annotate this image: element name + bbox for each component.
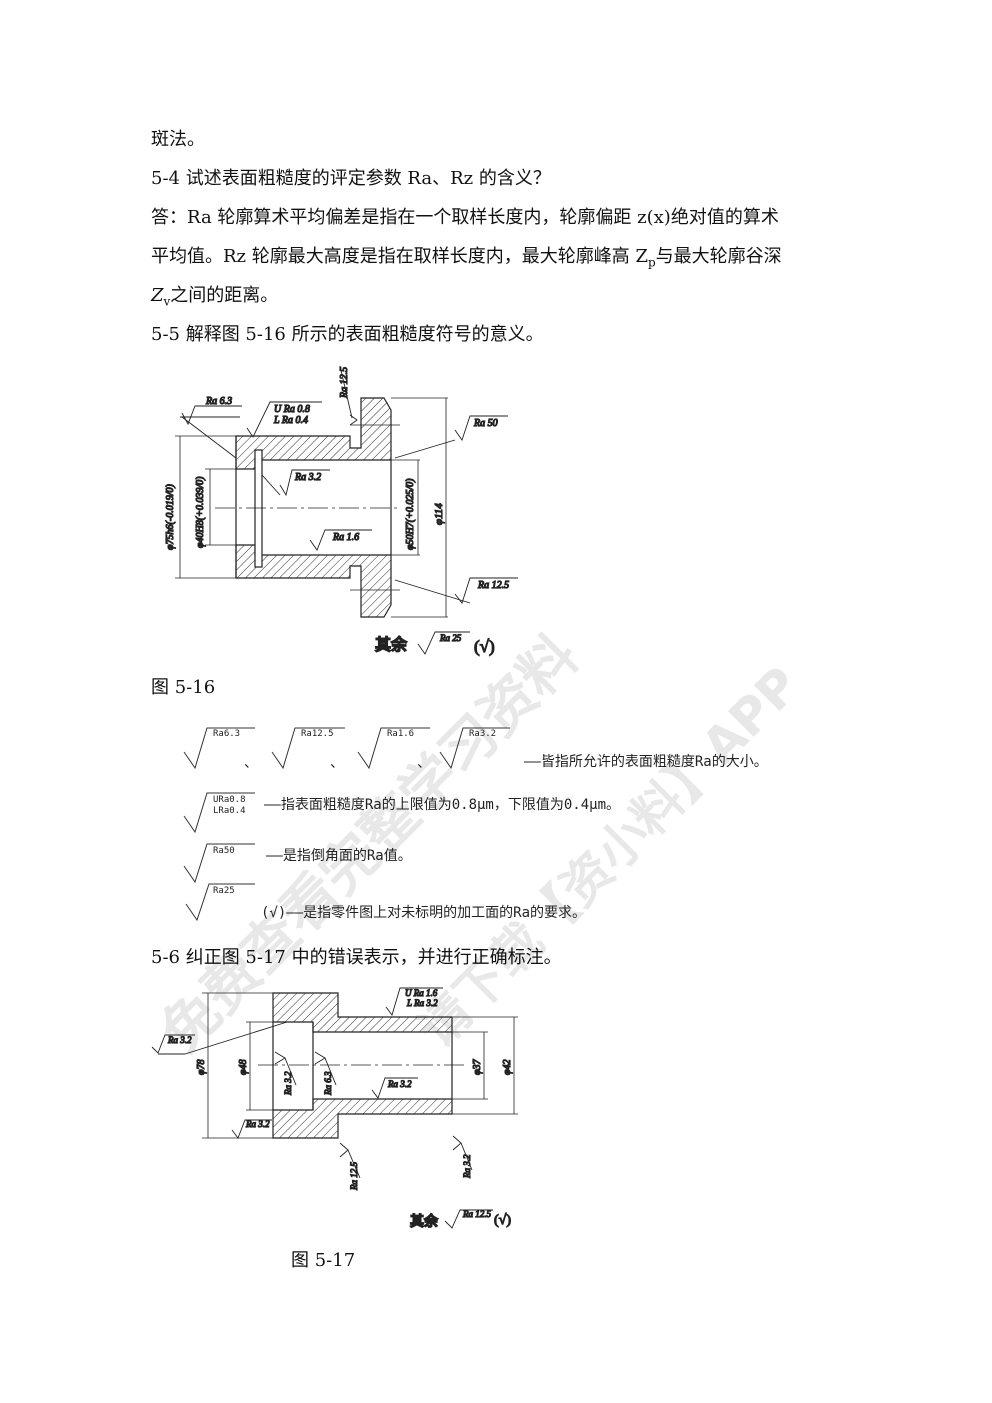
part-section (258, 992, 465, 1139)
dim-phi-114: φ114 (433, 503, 445, 525)
symbol-label: Ra1.6 (387, 729, 415, 739)
dim-phi-75: φ75h6(-0.019/0) (165, 484, 176, 550)
separator: 、 (417, 755, 431, 771)
dim-phi-48: φ48 (238, 1059, 249, 1075)
label-u-ra-1-6: U Ra 1.6 (405, 988, 438, 998)
paragraph-line: 斑法。 (151, 129, 205, 150)
rest-check: (√) (474, 637, 495, 656)
label-ra-12-5: Ra 12.5 (477, 580, 509, 591)
roughness-symbols (180, 365, 518, 604)
question-5-5: 5-5 解释图 5-16 所示的表面粗糙度符号的意义。 (151, 324, 544, 345)
dimension-lines (175, 397, 448, 618)
rest-label: 其余 (375, 635, 408, 654)
part-section (215, 397, 400, 618)
roughness-symbols (151, 987, 473, 1179)
explanation-text: ——指表面粗糙度Ra的上限值为0.8μm，下限值为0.4μm。 (264, 797, 621, 813)
subscript: v (163, 294, 171, 309)
figure-caption-5-16: 图 5-16 (151, 677, 216, 698)
label-ra-3-2: Ra 3.2 (387, 1079, 412, 1089)
dim-phi-37: φ37 (472, 1058, 483, 1075)
label-ra-12-5: Ra 12.5 (349, 1162, 359, 1191)
label-ra-3-2: Ra 3.2 (462, 1154, 472, 1179)
label-ra-3-2: Ra 3.2 (294, 472, 321, 483)
symbol-label: URa0.8 (213, 795, 246, 805)
dim-phi-42: φ42 (502, 1059, 513, 1075)
answer-line-3: Zv之间的距离。 (151, 285, 278, 313)
subscript: p (647, 255, 656, 270)
label-ra-12-5-top: Ra 12.5 (339, 367, 350, 399)
rest-check: (√) (494, 1213, 511, 1228)
symbol-label: Ra12.5 (301, 729, 334, 739)
answer-text: 平均值。Rz 轮廓最大高度是指在取样长度内，最大轮廓峰高 Z (151, 246, 648, 267)
label-ra-6-3: Ra 6.3 (205, 396, 232, 407)
label-l-ra-3-2: L Ra 3.2 (406, 998, 438, 1008)
dim-phi-50: φ50H7(+0.025/0) (405, 478, 416, 550)
answer-line-2: 平均值。Rz 轮廓最大高度是指在取样长度内，最大轮廓峰高 Zp与最大轮廓谷深 (151, 246, 782, 274)
explanation-text: (√)——是指零件图上对未标明的加工面的Ra的要求。 (261, 905, 586, 921)
rest-label: 其余 (410, 1213, 439, 1230)
symbol-label: Ra25 (213, 886, 235, 896)
symbol-label: Ra6.3 (213, 729, 241, 739)
dim-phi-40: φ40H8(+0.039/0) (195, 476, 206, 548)
rest-ra-12-5: Ra 12.5 (462, 1209, 491, 1219)
label-ra-6-3: Ra 6.3 (323, 1071, 333, 1096)
answer-line-1: 答：Ra 轮廓算术平均偏差是指在一个取样长度内，轮廓偏距 z(x)绝对值的算术 (151, 207, 779, 228)
answer-text: 与最大轮廓谷深 (655, 246, 782, 267)
label-ra-3-2: Ra 3.2 (167, 1035, 192, 1045)
dimension-lines (202, 992, 518, 1139)
label-l-ra-0-4: L Ra 0.4 (273, 415, 308, 426)
rest-ra-25: Ra 25 (439, 633, 462, 643)
separator: 、 (330, 755, 344, 771)
answer-text: Z (151, 285, 164, 306)
separator: 、 (244, 755, 258, 771)
symbol-label: Ra3.2 (469, 729, 497, 739)
label-ra-50: Ra 50 (473, 418, 498, 429)
figure-caption-5-17: 图 5-17 (291, 1250, 356, 1271)
label-ra-3-2: Ra 3.2 (245, 1119, 270, 1129)
label-u-ra-0-8: U Ra 0.8 (274, 404, 310, 415)
label-ra-1-6: Ra 1.6 (332, 532, 359, 543)
question-5-6: 5-6 纠正图 5-17 中的错误表示，并进行正确标注。 (151, 947, 562, 968)
answer-text: 之间的距离。 (170, 285, 279, 306)
explanation-text: ——是指倒角面的Ra值。 (266, 848, 412, 864)
label-ra-3-2: Ra 3.2 (283, 1071, 293, 1096)
explanation-text: ——皆指所允许的表面粗糙度Ra的大小。 (524, 754, 768, 770)
dim-phi-78: φ78 (196, 1059, 207, 1075)
symbol-label: LRa0.4 (213, 806, 246, 816)
symbol-label: Ra50 (213, 846, 235, 856)
question-5-4: 5-4 试述表面粗糙度的评定参数 Ra、Rz 的含义？ (151, 168, 551, 189)
